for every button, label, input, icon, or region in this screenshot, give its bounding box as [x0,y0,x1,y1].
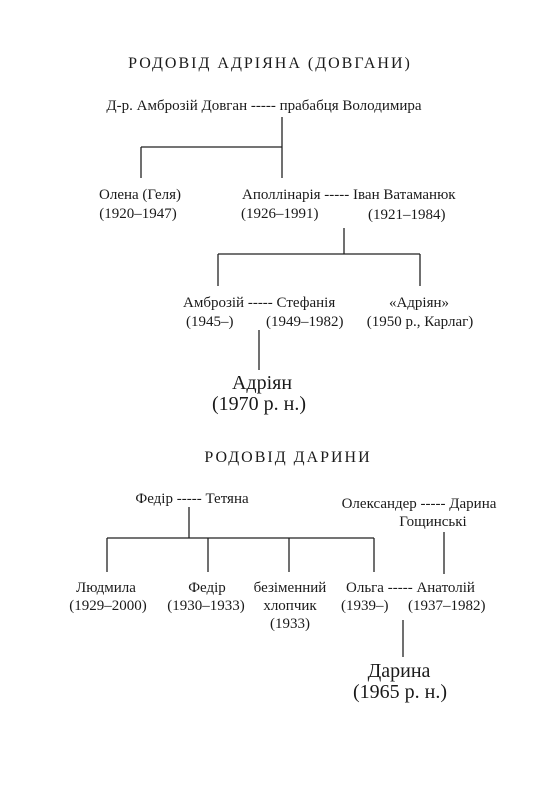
adriyan-elder-name: «Адріян» [388,295,450,311]
stefaniya-years: (1949–1982) [266,314,344,330]
adriyan-years: (1970 р. н.) [211,393,307,415]
tree1-title: РОДОВІД АДРІЯНА (ДОВГАНИ) [128,55,412,72]
tree1-root-couple: Д-р. Амброзій Довган ----- прабабця Воло… [106,98,422,114]
unnamed-boy-line2: хлопчик [263,598,317,614]
apollinariya-ivan-couple: Аполлінарія ----- Іван Ватаманюк [242,187,456,203]
daryna-name: Дарина [367,660,431,682]
unnamed-boy-years: (1933) [270,616,310,632]
goshchynski-surname: Гощинські [399,514,467,530]
apollinariya-years: (1926–1991) [241,206,319,222]
daryna-years: (1965 р. н.) [352,681,448,703]
adriyan-name: Адріян [231,372,293,394]
oleksander-daryna-couple: Олександер ----- Дарина [341,496,497,512]
lyudmyla-name: Людмила [76,580,136,596]
lyudmyla-years: (1929–2000) [69,598,147,614]
olena-years: (1920–1947) [99,206,177,222]
ambroziy-years: (1945–) [186,314,234,330]
ambroziy-stefaniya-couple: Амброзій ----- Стефанія [183,295,336,311]
ivan-years: (1921–1984) [368,207,446,223]
olga-years: (1939–) [341,598,389,614]
anatoliy-years: (1937–1982) [408,598,486,614]
tree2-title: РОДОВІД ДАРИНИ [204,449,372,466]
adriyan-elder-note: (1950 р., Карлаг) [366,314,474,330]
fedir-tetyana-couple: Федір ----- Тетяна [135,491,249,507]
unnamed-boy-line1: безіменний [253,580,327,596]
fedir-son-years: (1930–1933) [167,598,245,614]
olena-name: Олена (Геля) [99,187,181,203]
fedir-son-name: Федір [188,580,226,596]
olga-anatoliy-couple: Ольга ----- Анатолій [346,580,475,596]
